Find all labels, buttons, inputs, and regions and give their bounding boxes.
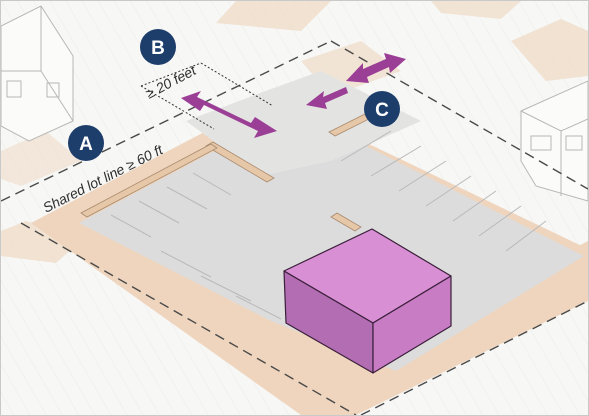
building-massing	[283, 228, 452, 374]
marker-badge-c: C	[364, 91, 400, 127]
parking-stall-lines	[110, 130, 547, 320]
marker-badge-a: A	[68, 125, 104, 161]
marker-label-a: A	[79, 134, 93, 155]
marker-label-c: C	[375, 100, 389, 121]
double-arrow-icon	[181, 91, 277, 138]
building-right-face	[372, 275, 452, 374]
double-arrow-icon	[306, 87, 348, 109]
curb-islands	[80, 113, 372, 232]
marker-badge-b: B	[140, 29, 176, 65]
shared-driveway	[186, 71, 421, 176]
double-arrow-icon	[346, 53, 406, 83]
marker-label-b: B	[151, 38, 165, 59]
parking-lot-surface	[79, 109, 584, 371]
context-building-left	[1, 5, 74, 142]
context-building-right	[520, 80, 588, 202]
width-dimension	[140, 62, 274, 130]
